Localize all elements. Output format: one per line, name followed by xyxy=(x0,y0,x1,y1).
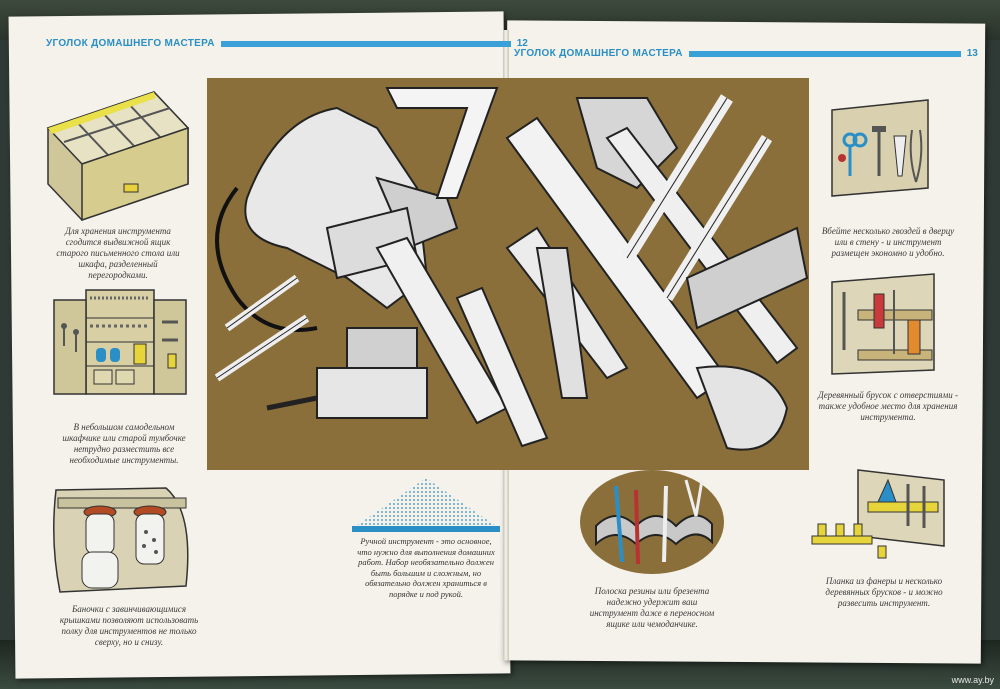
nails-caption: Вбейте несколько гвоздей в дверцу или в … xyxy=(821,226,955,258)
wooden-bars-illustration xyxy=(831,273,935,375)
right-page-header: УГОЛОК ДОМАШНЕГО МАСТЕРА 13 xyxy=(514,48,978,59)
bench-vise xyxy=(266,327,428,419)
cabinet-illustration xyxy=(53,289,187,395)
tools-artwork xyxy=(214,87,809,451)
center-note-text: Ручной инструмент - это основное, что ну… xyxy=(357,536,495,599)
tools-spread-illustration xyxy=(207,78,809,470)
adjustable-wrench xyxy=(455,286,549,448)
right-header-title: УГОЛОК ДОМАШНЕГО МАСТЕРА xyxy=(514,48,683,59)
handsaw xyxy=(505,116,789,451)
note-blue-stripe xyxy=(352,526,500,532)
jars-illustration xyxy=(53,487,189,593)
right-page-number: 13 xyxy=(966,48,978,59)
cabinet-caption: В небольшом самодельном шкафчике или ста… xyxy=(62,422,186,465)
left-page-number: 12 xyxy=(516,38,528,49)
drawer-caption: Для хранения инструмента сгодится выдвиж… xyxy=(56,226,180,280)
rubber-caption: Полоска резины или брезента надежно удер… xyxy=(589,586,715,629)
plank-caption: Планка из фанеры и несколько деревянных … xyxy=(825,576,943,608)
note-dot-pattern xyxy=(356,478,496,526)
left-header-bar xyxy=(220,40,511,47)
nails-board-illustration xyxy=(831,99,929,197)
bars-caption: Деревянный брусок с отверстиями - также … xyxy=(818,390,958,422)
right-header-bar xyxy=(688,50,961,57)
pliers xyxy=(505,226,629,399)
left-header-title: УГОЛОК ДОМАШНЕГО МАСТЕРА xyxy=(46,38,215,49)
plywood-plank-illustration xyxy=(811,469,945,559)
left-page-header: УГОЛОК ДОМАШНЕГО МАСТЕРА 12 xyxy=(46,38,528,49)
jars-caption: Баночки с завинчивающимися крышками позв… xyxy=(59,604,199,647)
watermark: www.ay.by xyxy=(951,675,994,685)
rubber-strip-illustration xyxy=(580,470,724,574)
drawer-illustration xyxy=(46,91,190,222)
